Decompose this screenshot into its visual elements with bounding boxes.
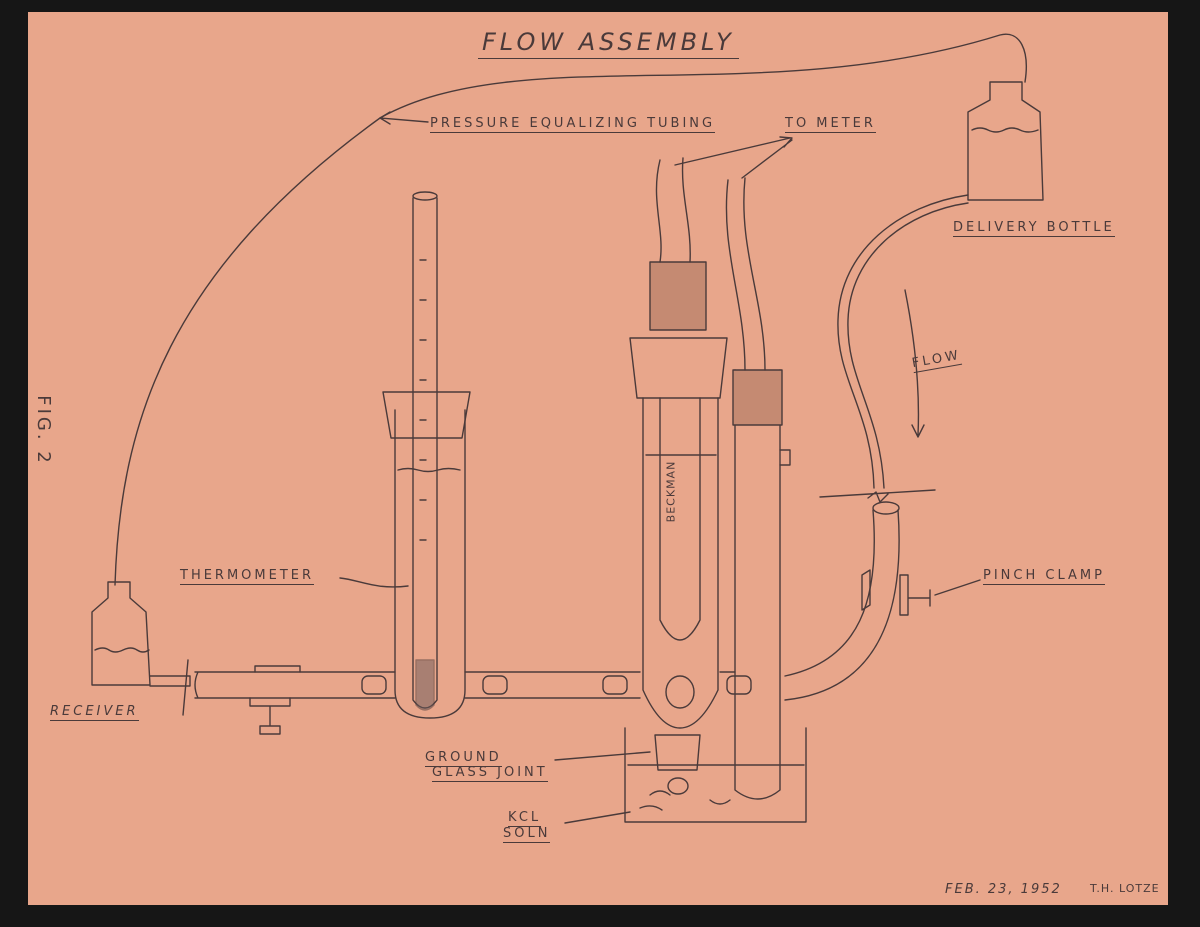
pipe-connector	[361, 675, 387, 695]
curved-arm-opening	[872, 501, 900, 515]
electrode-vessel	[629, 157, 728, 729]
footer-date: FEB. 23, 1952	[945, 882, 1062, 897]
curved-arm	[784, 509, 900, 701]
thermometer-vessel	[382, 391, 471, 719]
receiver-bottle	[91, 581, 191, 716]
label-delivery-bottle: DELIVERY BOTTLE	[953, 220, 1115, 237]
delivery-bottle	[967, 81, 1044, 201]
label-thermometer: THERMOMETER	[180, 568, 315, 585]
kcl-leader-line	[564, 811, 631, 824]
label-electrode: BECKMAN	[664, 460, 678, 523]
label-receiver: RECEIVER	[50, 704, 139, 721]
drawing-title: FLOW ASSEMBLY	[478, 28, 739, 59]
thermometer-leader-line	[339, 577, 409, 588]
label-ground-glass-2: GLASS JOINT	[432, 765, 548, 782]
label-kcl-1: KCL	[508, 810, 542, 827]
thermometer	[412, 191, 438, 711]
label-kcl-2: SOLN	[503, 826, 551, 843]
pinch-clamp	[861, 569, 981, 616]
footer-author: T.H. LOTZE	[1090, 882, 1160, 895]
label-pressure-tubing: PRESSURE EQUALIZING TUBING	[430, 116, 716, 133]
to-meter-arrows	[674, 136, 793, 179]
pipe-connector	[726, 675, 752, 695]
ground-glass-leader-line	[554, 751, 651, 761]
pipe-clamp	[249, 665, 301, 735]
beckman-electrode	[659, 397, 701, 709]
flow-pipe	[194, 671, 736, 699]
tubing-break-marks	[819, 489, 936, 503]
label-ground-glass-1: GROUND	[425, 750, 502, 767]
pressure-equalizing-tubing	[114, 33, 1027, 586]
label-to-meter: TO METER	[785, 116, 876, 133]
kcl-beaker	[624, 727, 807, 823]
delivery-tubing	[837, 194, 969, 489]
tubing-arrow	[379, 111, 429, 125]
reference-electrode	[725, 177, 791, 800]
pipe-connector	[482, 675, 508, 695]
label-pinch-clamp: PINCH CLAMP	[983, 568, 1105, 585]
flow-arrow	[904, 289, 925, 438]
pipe-connector	[602, 675, 628, 695]
figure-label: FIG. 2	[32, 395, 54, 466]
